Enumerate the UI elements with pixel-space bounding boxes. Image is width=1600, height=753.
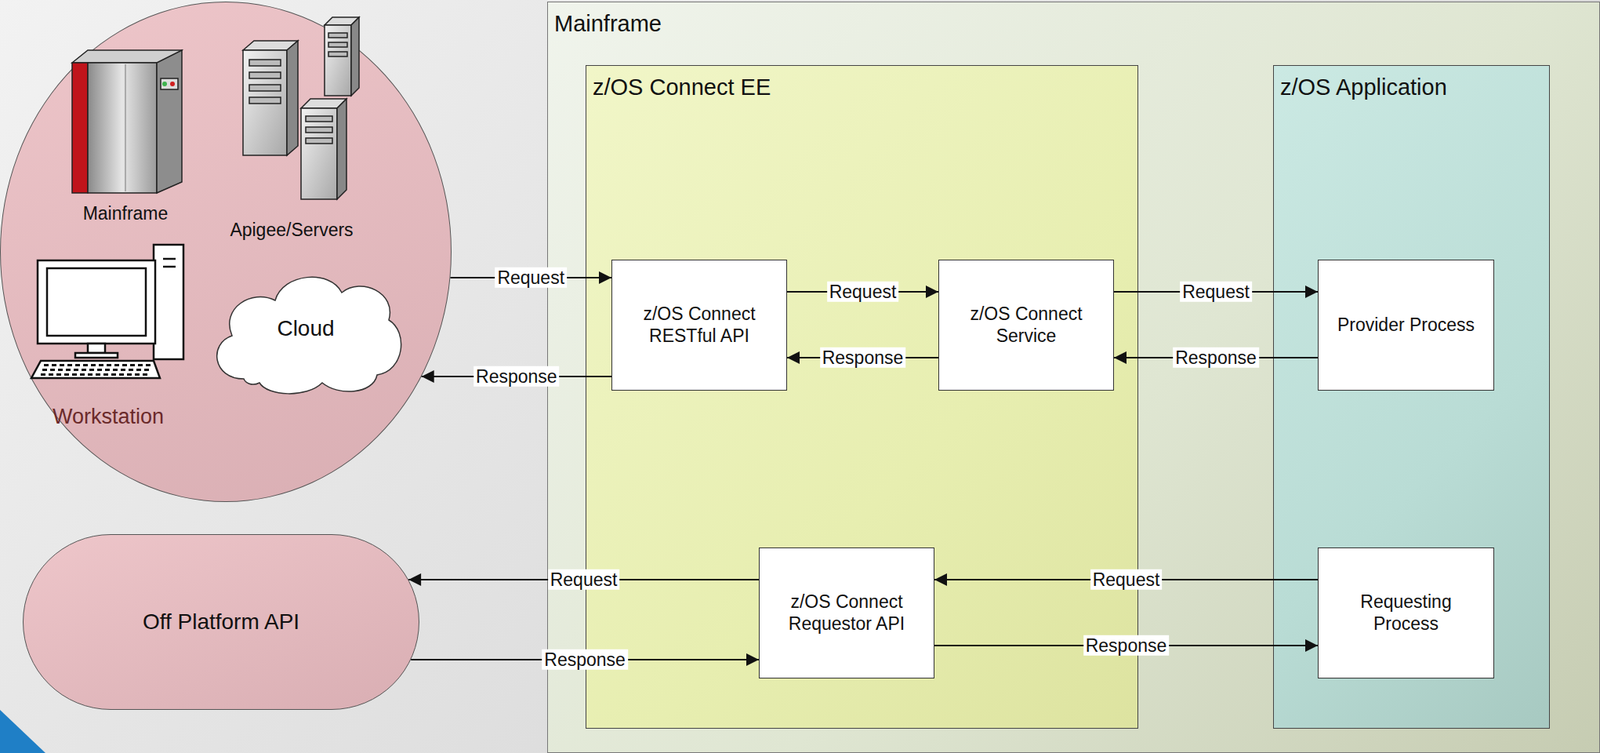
process-box: z/OS Connect Service: [938, 259, 1114, 391]
edge-label: Request: [547, 569, 621, 590]
cloud-shape: Cloud: [204, 261, 407, 396]
process-box: z/OS Connect Requestor API: [758, 547, 935, 679]
edge-label: Request: [1090, 569, 1163, 590]
region-title: z/OS Application: [1280, 73, 1448, 102]
box-label: z/OS Connect Service: [947, 303, 1105, 347]
edge-label: Request: [1179, 281, 1252, 302]
edge-label: Response: [819, 347, 907, 368]
box-label: z/OS Connect RESTful API: [620, 303, 778, 347]
zos-connect-ee: z/OS Connect RESTful API z/OS Connect Ser…: [585, 65, 1139, 729]
client-group: Cloud MainframeApigee/ServersWorkstation: [0, 1, 452, 502]
icon-label: Mainframe: [83, 203, 169, 225]
box-label: Cloud: [276, 315, 334, 342]
box-label: Off Platform API: [142, 608, 300, 635]
box-label: Requesting Process: [1327, 591, 1485, 635]
process-box: z/OS Connect RESTful API: [611, 259, 788, 391]
edge-label: Request: [827, 281, 900, 302]
box-label: z/OS Connect Requestor API: [768, 591, 926, 635]
corner-triangle: [0, 709, 46, 753]
off-platform-api: Off Platform API: [22, 533, 420, 710]
region-title: Mainframe: [554, 10, 662, 38]
icon-label: Workstation: [52, 403, 164, 429]
process-box: Requesting Process: [1317, 547, 1495, 679]
edge-label: Request: [494, 267, 567, 288]
box-label: Provider Process: [1337, 314, 1475, 337]
process-box: Provider Process: [1317, 259, 1495, 391]
icon-label: Apigee/Servers: [229, 219, 353, 242]
edge-label: Response: [473, 366, 560, 387]
edge-label: Response: [541, 649, 628, 670]
edge-label: Response: [1083, 634, 1170, 656]
edge-label: Response: [1172, 347, 1259, 368]
region-title: z/OS Connect EE: [592, 73, 771, 102]
zos-application: Provider ProcessRequesting Process z/OS A…: [1273, 65, 1550, 729]
mainframe-region: z/OS Connect RESTful API z/OS Connect Ser…: [547, 1, 1600, 753]
